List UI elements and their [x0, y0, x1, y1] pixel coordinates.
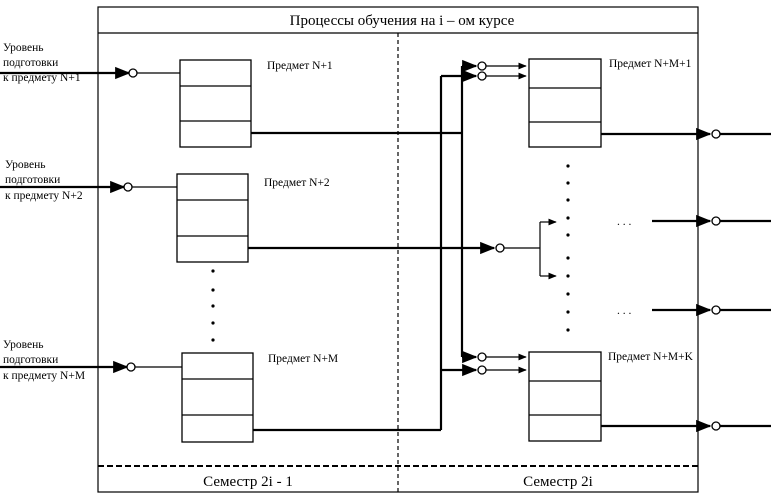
right-node-1b — [477, 71, 487, 81]
semester-left-label: Семестр 2i - 1 — [203, 474, 293, 490]
input-2-line3: к предмету N+2 — [5, 190, 83, 202]
input-3-line3: к предмету N+M — [3, 370, 85, 382]
output-node-3 — [711, 305, 721, 315]
input-1-line2: подготовки — [3, 57, 58, 69]
input-3-line1: Уровень — [3, 339, 44, 351]
input-label-2: Уровень подготовки к предмету N+2 — [5, 159, 83, 202]
output-node-1 — [711, 129, 721, 139]
middle-node — [495, 243, 505, 253]
input-3-line2: подготовки — [3, 354, 58, 366]
subject-box-n1 — [179, 59, 252, 148]
right-continuation-dots — [566, 164, 570, 332]
subject-box-n2 — [176, 173, 249, 263]
subject-label-n2: Предмет N+2 — [264, 177, 330, 189]
subject-label-nm1: Предмет N+M+1 — [609, 58, 692, 70]
subject-label-n1: Предмет N+1 — [267, 60, 333, 72]
diagram-title: Процессы обучения на i – ом курсе — [290, 13, 515, 29]
input-node-1 — [128, 68, 138, 78]
output-node-2 — [711, 216, 721, 226]
input-label-3: Уровень подготовки к предмету N+M — [3, 339, 85, 382]
input-2-line1: Уровень — [5, 159, 46, 171]
input-2-line2: подготовки — [5, 174, 60, 186]
ellipsis-lower: . . . — [617, 305, 632, 317]
subject-label-nm: Предмет N+M — [268, 353, 338, 365]
right-node-2b — [477, 365, 487, 375]
right-node-2a — [477, 352, 487, 362]
input-1-line1: Уровень — [3, 42, 44, 54]
semester-right-label: Семестр 2i — [523, 474, 593, 490]
input-node-3 — [126, 362, 136, 372]
subject-box-nmk — [528, 351, 602, 442]
input-node-2 — [123, 182, 133, 192]
subject-box-nm — [181, 352, 254, 443]
output-node-4 — [711, 421, 721, 431]
subject-label-nmk: Предмет N+M+K — [608, 351, 694, 363]
input-label-1: Уровень подготовки к предмету N+1 — [3, 42, 81, 84]
subject-box-nm1 — [528, 58, 602, 148]
right-node-1a — [477, 61, 487, 71]
ellipsis-upper: . . . — [617, 216, 632, 228]
left-continuation-dots — [211, 269, 215, 342]
input-1-line3: к предмету N+1 — [3, 72, 81, 84]
